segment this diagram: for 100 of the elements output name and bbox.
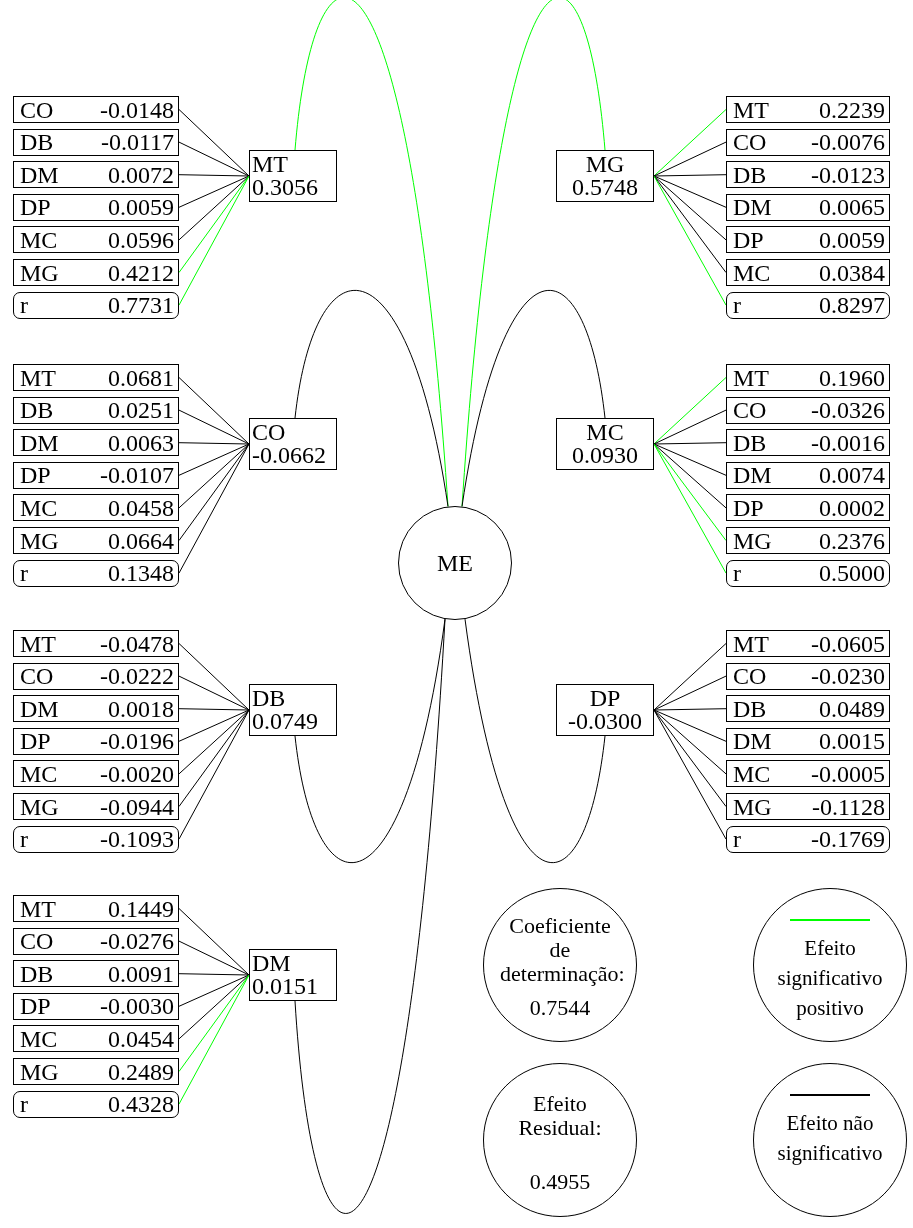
variable-label: DM (20, 162, 59, 187)
variable-label: MG (585, 153, 625, 176)
variable-label: MT (20, 365, 56, 390)
coefficient-value: 0.7731 (108, 293, 174, 318)
variable-label: r (20, 1092, 28, 1117)
variable-label: r (733, 561, 741, 586)
coefficient-row (13, 695, 179, 723)
variable-label: r (20, 827, 28, 852)
path-line (178, 708, 250, 711)
coefficient-value: -0.0016 (811, 430, 885, 455)
path-line (178, 709, 250, 807)
path-line (178, 709, 250, 742)
coefficient-value: 0.4328 (108, 1092, 174, 1117)
coefficient-value: 0.0018 (108, 696, 174, 721)
path-line (178, 643, 250, 711)
path-line (653, 175, 727, 208)
path-line (178, 675, 250, 711)
variable-label: r (20, 293, 28, 318)
variable-label: DB (20, 130, 54, 155)
effect-value: -0.0662 (252, 444, 326, 467)
variable-label: DP (733, 227, 764, 252)
variable-label: MT (20, 631, 56, 656)
variable-label: MT (20, 896, 56, 921)
coefficient-value: 0.0664 (108, 528, 174, 553)
path-line (178, 940, 250, 976)
variable-label: MC (20, 1026, 58, 1051)
path-line (653, 175, 727, 241)
coefficient-value: 0.0015 (819, 729, 885, 754)
variable-label: ME (437, 549, 473, 578)
result-value: 0.4955 (529, 1170, 591, 1194)
coefficient-value: 0.0251 (108, 398, 174, 423)
effect-box (249, 684, 337, 736)
coefficient-value: -0.0326 (811, 398, 885, 423)
path-line (178, 175, 250, 306)
effect-value: 0.3056 (252, 176, 318, 199)
coefficient-row (13, 527, 179, 554)
coefficient-row (726, 364, 890, 391)
variable-label: MG (733, 794, 772, 819)
path-line (178, 109, 250, 177)
coefficient-value: -0.0605 (811, 631, 885, 656)
coefficient-value: 0.0002 (819, 495, 885, 520)
coefficient-row (13, 630, 179, 657)
variable-label: r (733, 827, 741, 852)
variable-label: CO (20, 664, 54, 689)
path-line (178, 974, 250, 1040)
effect-value: 0.0749 (252, 710, 318, 733)
variable-label: CO (733, 398, 767, 423)
path-line (653, 443, 727, 509)
variable-label: MC (733, 761, 771, 786)
result-value: 0.7544 (529, 996, 591, 1020)
coefficient-value: -0.0276 (100, 929, 174, 954)
variable-label: DB (252, 687, 286, 710)
variable-label: MG (20, 260, 59, 285)
variable-label: MC (20, 227, 58, 252)
path-line (653, 643, 727, 711)
coefficient-value: -0.0030 (100, 994, 174, 1019)
path-line (178, 409, 250, 445)
coefficient-value: -0.0020 (100, 761, 174, 786)
coefficient-value: -0.0123 (811, 162, 885, 187)
coefficient-value: -0.0478 (100, 631, 174, 656)
path-line (653, 377, 727, 445)
coefficient-row (13, 1025, 179, 1053)
coefficient-row (13, 161, 179, 189)
path-line (178, 974, 250, 1072)
path-line (653, 709, 727, 807)
coefficient-value: -0.0076 (811, 130, 885, 155)
coefficient-value: 0.4212 (108, 260, 174, 285)
coefficient-value: 0.0458 (108, 495, 174, 520)
path-line (178, 443, 250, 509)
variable-label: DM (20, 430, 59, 455)
coefficient-row (726, 128, 890, 156)
coefficient-row (13, 825, 179, 853)
coefficient-value: -0.0107 (100, 463, 174, 488)
variable-label: DB (733, 430, 767, 455)
effect-value: -0.0300 (568, 710, 642, 733)
path-line (178, 174, 250, 177)
coefficient-value: -0.0944 (100, 794, 174, 819)
variable-label: MC (20, 495, 58, 520)
effect-value: 0.0930 (572, 444, 638, 467)
path-line (178, 442, 250, 445)
variable-label: DM (733, 463, 772, 488)
variable-label: CO (252, 421, 286, 444)
coefficient-value: -0.0196 (100, 729, 174, 754)
coefficient-value: 0.0384 (819, 260, 885, 285)
variable-label: MT (733, 631, 769, 656)
path-line (178, 141, 250, 177)
path-line (178, 908, 250, 976)
coefficient-value: -0.1093 (100, 827, 174, 852)
coefficient-value: 0.1449 (108, 896, 174, 921)
effect-box (249, 949, 337, 1001)
effect-value: 0.0151 (252, 975, 318, 998)
coefficient-value: 0.1348 (108, 561, 174, 586)
coefficient-row (726, 630, 890, 657)
variable-label: CO (20, 97, 54, 122)
coefficient-row (726, 226, 890, 254)
coefficient-row (726, 291, 890, 319)
coefficient-row (13, 1090, 179, 1118)
coefficient-value: -0.0230 (811, 664, 885, 689)
path-line (653, 443, 727, 476)
legend-text: Efeito não significativo (776, 1109, 884, 1167)
